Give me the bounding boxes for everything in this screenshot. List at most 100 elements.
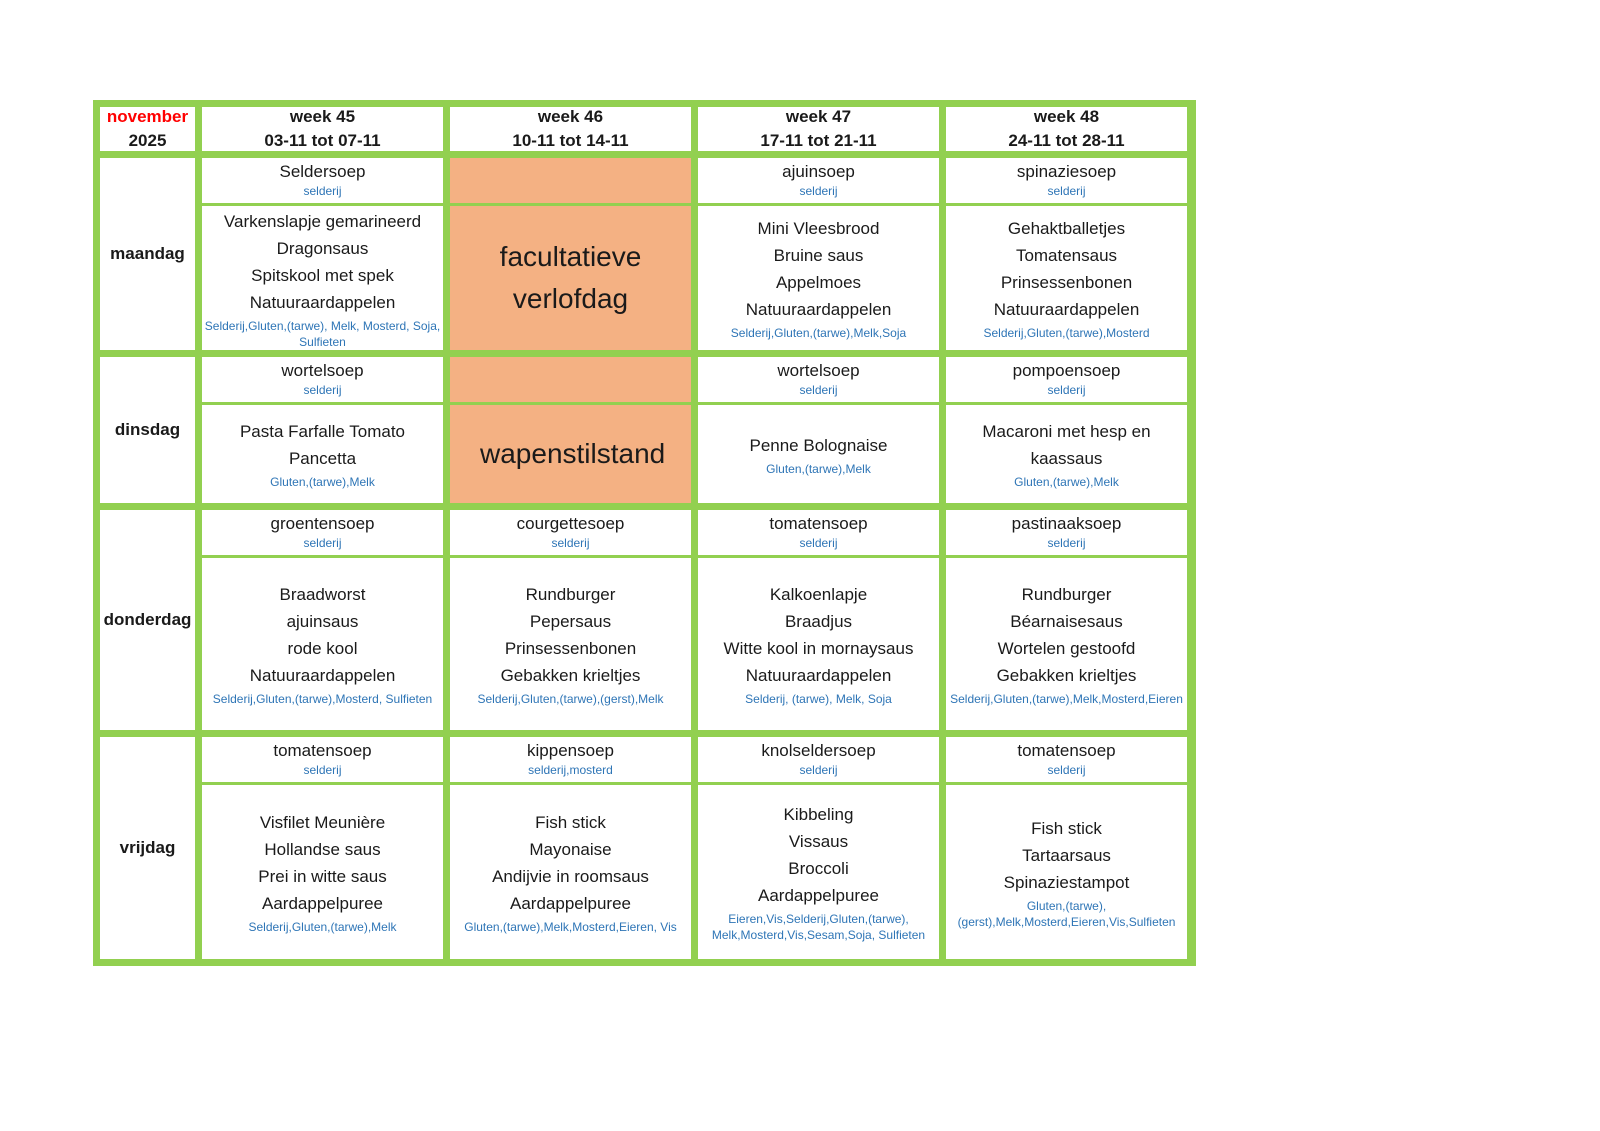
main-dish-section: Kibbeling Vissaus Broccoli Aardappelpure…: [698, 785, 939, 959]
soup-section: wortelsoep selderij: [698, 357, 939, 405]
holiday-label: wapenstilstand: [480, 438, 666, 469]
dish-allergens: Eieren,Vis,Selderij,Gluten,(tarwe), Melk…: [711, 912, 926, 942]
soup-allergens: selderij: [303, 536, 342, 550]
day-label: donderdag: [103, 610, 192, 629]
menu-cell-vrijdag-week45: tomatensoep selderij Visfilet Meunière H…: [202, 737, 443, 959]
menu-cell-vrijdag-week47: knolseldersoep selderij Kibbeling Vissau…: [698, 737, 939, 959]
dish-line: Natuuraardappelen: [249, 293, 396, 312]
dish-line: Kibbeling: [783, 805, 854, 824]
soup-name: tomatensoep: [1017, 741, 1116, 760]
soup-name: knolseldersoep: [761, 741, 876, 760]
soup-name: tomatensoep: [769, 514, 868, 533]
dish-line: Natuuraardappelen: [993, 300, 1140, 319]
soup-allergens: selderij: [799, 536, 838, 550]
main-dish-section: Rundburger Béarnaisesaus Wortelen gestoo…: [946, 558, 1187, 730]
menu-cell-donderdag-week45: groentensoep selderij Braadworst ajuinsa…: [202, 510, 443, 730]
main-dish-section: Varkenslapje gemarineerd Dragonsaus Spit…: [202, 206, 443, 352]
dish-line: Gehaktballetjes: [1007, 219, 1126, 238]
dish-line: Natuuraardappelen: [249, 666, 396, 685]
dish-line: Spitskool met spek: [251, 266, 394, 285]
dish-line: Mayonaise: [529, 840, 612, 859]
soup-name: ajuinsoep: [782, 162, 855, 181]
dish-line: Penne Bolognaise: [749, 435, 888, 455]
dish-line: Tartaarsaus: [1022, 845, 1111, 865]
soup-section: groentensoep selderij: [202, 510, 443, 558]
soup-section: pastinaaksoep selderij: [946, 510, 1187, 558]
dish-allergens: Selderij, (tarwe), Melk, Soja: [745, 692, 892, 706]
week-47-header: week 47 17-11 tot 21-11: [698, 107, 939, 151]
soup-allergens: selderij: [1047, 763, 1086, 777]
dish-allergens: Gluten,(tarwe),Melk: [270, 475, 375, 489]
day-label: vrijdag: [119, 838, 176, 857]
soup-section: courgettesoep selderij: [450, 510, 691, 558]
dish-allergens: Selderij,Gluten,(tarwe),(gerst),Melk: [477, 692, 664, 706]
soup-allergens: selderij: [799, 763, 838, 777]
menu-table: november 2025 week 45 03-11 tot 07-11 we…: [93, 100, 1196, 966]
menu-cell-vrijdag-week48: tomatensoep selderij Fish stick Tartaars…: [946, 737, 1187, 959]
soup-allergens: selderij: [303, 184, 342, 198]
soup-section: pompoensoep selderij: [946, 357, 1187, 405]
main-dish-section: Mini Vleesbrood Bruine saus Appelmoes Na…: [698, 206, 939, 350]
soup-name: courgettesoep: [516, 514, 625, 533]
dish-line: Braadjus: [784, 612, 853, 631]
main-dish-section: Fish stick Mayonaise Andijvie in roomsau…: [450, 785, 691, 959]
soup-allergens: selderij: [1047, 383, 1086, 397]
dish-line: Braadworst: [279, 585, 366, 604]
dish-line: Fish stick: [535, 813, 606, 832]
main-dish-section: Pasta Farfalle Tomato Pancetta Gluten,(t…: [202, 405, 443, 503]
soup-allergens: selderij: [799, 383, 838, 397]
menu-cell-maandag-week45: Seldersoep selderij Varkenslapje gemarin…: [202, 158, 443, 350]
menu-cell-donderdag-week46: courgettesoep selderij Rundburger Pepers…: [450, 510, 691, 730]
dish-allergens: Gluten,(tarwe),Melk: [766, 461, 871, 476]
soup-section: tomatensoep selderij: [698, 510, 939, 558]
day-label-dinsdag: dinsdag: [100, 357, 195, 503]
dish-line: Natuuraardappelen: [745, 666, 892, 685]
dish-line: Dragonsaus: [276, 239, 369, 258]
dish-line: rode kool: [287, 639, 358, 658]
soup-allergens: selderij: [303, 763, 342, 777]
dish-line: Mini Vleesbrood: [757, 219, 880, 238]
main-dish-section: Macaroni met hesp en kaassaus Gluten,(ta…: [946, 405, 1187, 503]
dish-line: Fish stick: [1031, 818, 1102, 838]
day-label-maandag: maandag: [100, 158, 195, 350]
soup-section: wortelsoep selderij: [202, 357, 443, 405]
dish-line: Broccoli: [788, 859, 849, 878]
soup-section: knolseldersoep selderij: [698, 737, 939, 785]
week-46-header: week 46 10-11 tot 14-11: [450, 107, 691, 151]
dish-line: Aardappelpuree: [510, 894, 631, 913]
soup-name: kippensoep: [527, 741, 614, 760]
soup-section: tomatensoep selderij: [202, 737, 443, 785]
week-label: week 45: [289, 107, 356, 126]
dish-line: Witte kool in mornaysaus: [723, 639, 914, 658]
soup-allergens: selderij: [551, 536, 590, 550]
dish-line: Tomatensaus: [1015, 246, 1118, 265]
dish-line: Prei in witte saus: [258, 867, 387, 886]
dish-line: Pasta Farfalle Tomato: [239, 422, 406, 441]
menu-cell-dinsdag-week45: wortelsoep selderij Pasta Farfalle Tomat…: [202, 357, 443, 503]
day-label-vrijdag: vrijdag: [100, 737, 195, 959]
dish-line: Bruine saus: [773, 246, 864, 265]
dish-line: Rundburger: [1021, 585, 1112, 604]
soup-allergens: selderij: [1047, 184, 1086, 198]
menu-cell-dinsdag-week47: wortelsoep selderij Penne Bolognaise Glu…: [698, 357, 939, 503]
soup-allergens: selderij: [303, 383, 342, 397]
main-dish-section: Braadworst ajuinsaus rode kool Natuuraar…: [202, 558, 443, 730]
soup-allergens: selderij: [799, 184, 838, 198]
dish-line: Aardappelpuree: [758, 886, 879, 905]
day-label: maandag: [110, 244, 185, 263]
dish-line: Macaroni met hesp en kaassaus: [982, 422, 1151, 468]
dish-line: Spinaziestampot: [1003, 872, 1130, 892]
dish-line: Andijvie in roomsaus: [492, 867, 649, 886]
week-label: week 47: [785, 107, 852, 126]
soup-name: Seldersoep: [279, 162, 366, 181]
soup-section: spinaziesoep selderij: [946, 158, 1187, 206]
dish-line: Kalkoenlapje: [769, 585, 868, 604]
holiday-cell-maandag-week46: facultatieve verlofdag: [450, 158, 691, 350]
dish-allergens: Selderij,Gluten,(tarwe),Melk: [248, 920, 397, 934]
dish-line: Gebakken krieltjes: [996, 666, 1137, 685]
menu-cell-maandag-week48: spinaziesoep selderij Gehaktballetjes To…: [946, 158, 1187, 350]
holiday-label: facultatieve verlofdag: [499, 241, 642, 314]
dish-allergens: Selderij,Gluten,(tarwe),Mosterd, Sulfiet…: [212, 692, 433, 706]
soup-name: pastinaaksoep: [1011, 514, 1122, 533]
